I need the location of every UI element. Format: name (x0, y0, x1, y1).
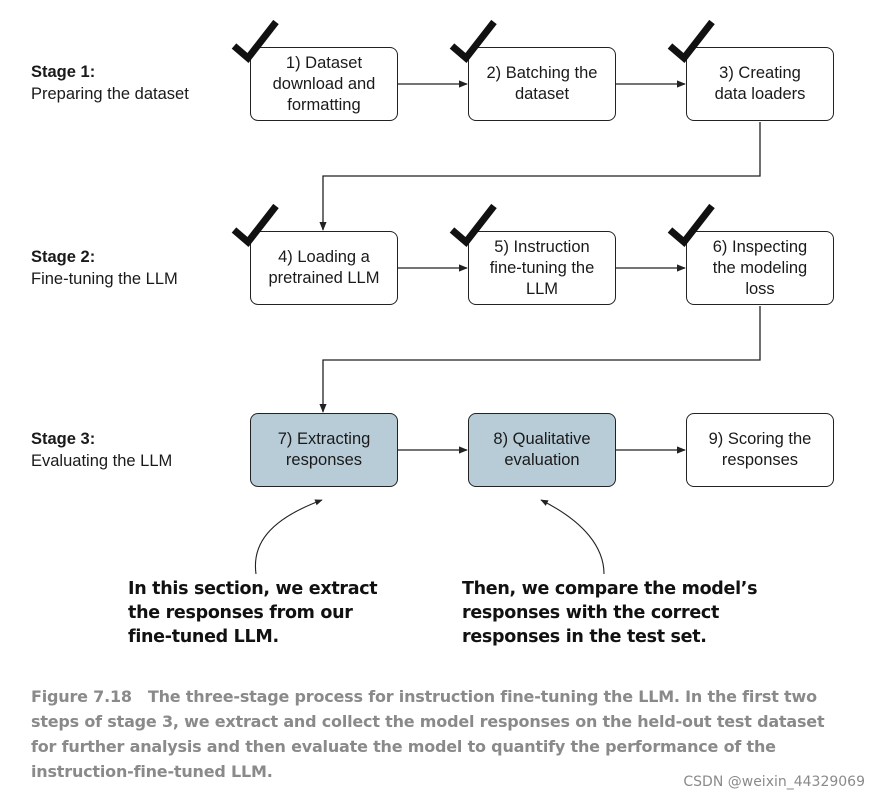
step-4-box: 4) Loading a pretrained LLM (250, 231, 398, 305)
step-1-box: 1) Dataset download and formatting (250, 47, 398, 121)
arrow-3-4 (319, 122, 761, 231)
checkmark-icon (667, 19, 715, 64)
stage-3-subtitle: Evaluating the LLM (31, 452, 173, 470)
figure-caption-text: The three-stage process for instruction … (31, 687, 825, 781)
stage-1-subtitle: Preparing the dataset (31, 85, 189, 103)
step-3-box: 3) Creating data loaders (686, 47, 834, 121)
stage-3-title: Stage 3: (31, 430, 96, 448)
stage-1-label: Stage 1: Preparing the dataset (31, 61, 189, 105)
callout-pointer-1 (254, 499, 323, 575)
stage-3-label: Stage 3: Evaluating the LLM (31, 428, 172, 472)
stage-1-title: Stage 1: (31, 63, 96, 81)
step-9-box: 9) Scoring the responses (686, 413, 834, 487)
step-2-box: 2) Batching the dataset (468, 47, 616, 121)
stage-2-title: Stage 2: (31, 248, 96, 266)
checkmark-icon (231, 19, 279, 64)
callout-compare: Then, we compare the model’s responses w… (462, 579, 758, 647)
callout-pointer-2 (540, 499, 605, 575)
checkmarks-layer (231, 19, 715, 248)
step-6-box: 6) Inspecting the modeling loss (686, 231, 834, 305)
checkmark-icon (667, 203, 715, 248)
callout-extract: In this section, we extract the response… (128, 579, 378, 647)
step-7-box: 7) Extracting responses (250, 413, 398, 487)
checkmark-icon (449, 19, 497, 64)
step-5-box: 5) Instruction fine-tuning the LLM (468, 231, 616, 305)
watermark: CSDN @weixin_44329069 (683, 774, 865, 790)
figure-label: Figure 7.18 (31, 687, 132, 706)
step-8-box: 8) Qualitative evaluation (468, 413, 616, 487)
arrow-6-7 (319, 306, 761, 413)
checkmark-icon (449, 203, 497, 248)
stage-2-subtitle: Fine-tuning the LLM (31, 270, 178, 288)
checkmark-icon (231, 203, 279, 248)
flow-diagram (254, 80, 761, 575)
stage-2-label: Stage 2: Fine-tuning the LLM (31, 246, 178, 290)
